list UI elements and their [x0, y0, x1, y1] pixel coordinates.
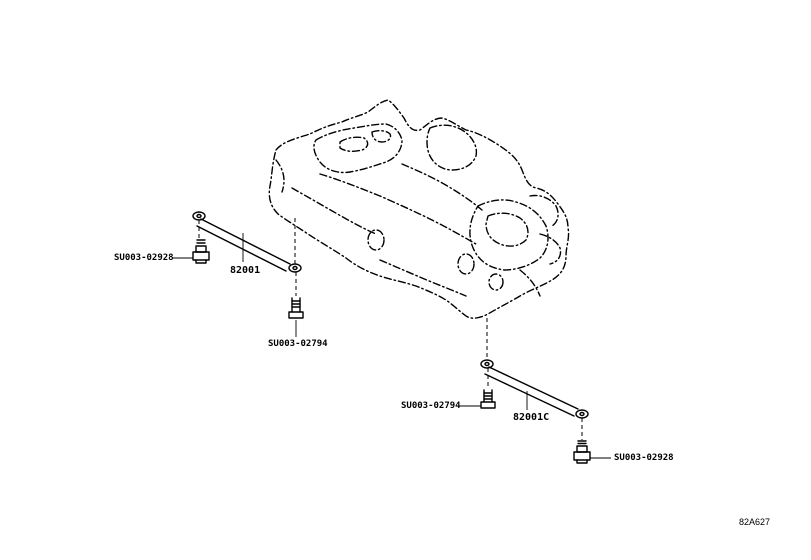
engine-block-outline [268, 99, 570, 319]
tie-rod-82001c [480, 359, 589, 419]
bolt-su003-02928-left [192, 239, 210, 264]
leader-lines [172, 233, 611, 459]
bolt-su003-02928-right [573, 440, 591, 464]
label-rod-82001[interactable]: 82001 [230, 265, 261, 276]
label-bolt-su003-02794-left[interactable]: SU003-02794 [268, 339, 328, 349]
label-bolt-su003-02928-left[interactable]: SU003-02928 [114, 253, 174, 263]
label-rod-82001c[interactable]: 82001C [513, 412, 550, 423]
label-bolt-su003-02794-right[interactable]: SU003-02794 [401, 401, 461, 411]
label-bolt-su003-02928-right[interactable]: SU003-02928 [614, 453, 674, 463]
bolt-su003-02794-left [288, 297, 304, 319]
tie-rod-82001 [192, 211, 302, 273]
bolt-su003-02794-right [480, 389, 496, 409]
figure-reference: 82A627 [739, 517, 771, 527]
assembly-lines [198, 218, 583, 440]
